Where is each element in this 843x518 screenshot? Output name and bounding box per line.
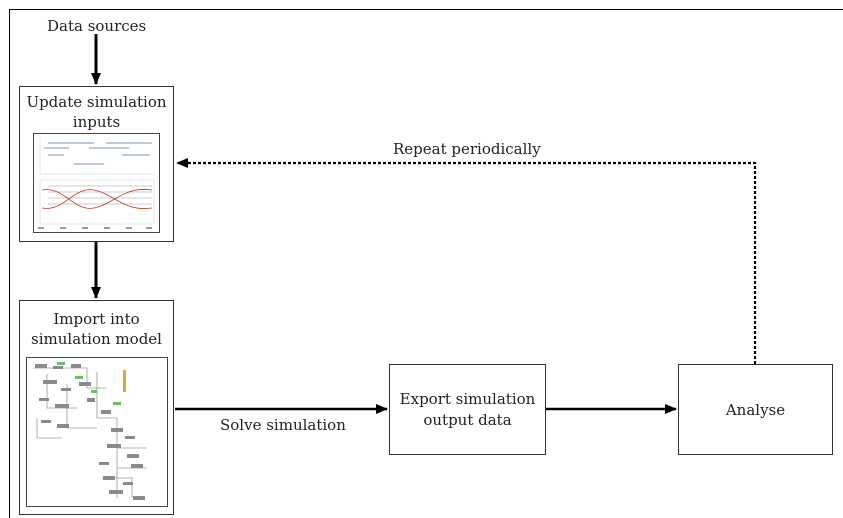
import-model-title-line2: simulation model <box>31 330 162 348</box>
inputs-plot-image <box>38 138 155 229</box>
export-output-title-line1: Export simulation <box>399 390 536 408</box>
update-inputs-title-line1: Update simulation <box>26 93 167 111</box>
analyse-box: Analyse <box>678 364 833 455</box>
export-output-title-line2: output data <box>423 411 512 429</box>
model-network-image <box>33 362 147 500</box>
import-model-title-line1: Import into <box>53 310 140 328</box>
import-model-box: Import into simulation model <box>19 300 174 515</box>
analyse-title: Analyse <box>725 401 786 419</box>
repeat-periodically-label: Repeat periodically <box>393 140 541 158</box>
diagram-frame <box>9 9 843 518</box>
solve-simulation-label: Solve simulation <box>220 416 346 434</box>
data-sources-label: Data sources <box>47 17 147 35</box>
inputs-timeseries-thumbnail <box>33 133 160 233</box>
update-inputs-title-line2: inputs <box>72 113 121 131</box>
export-output-box: Export simulation output data <box>389 364 546 455</box>
update-inputs-box: Update simulation inputs <box>19 86 174 242</box>
simulation-model-thumbnail <box>26 357 168 507</box>
arrow-repeat-feedback <box>176 158 757 364</box>
